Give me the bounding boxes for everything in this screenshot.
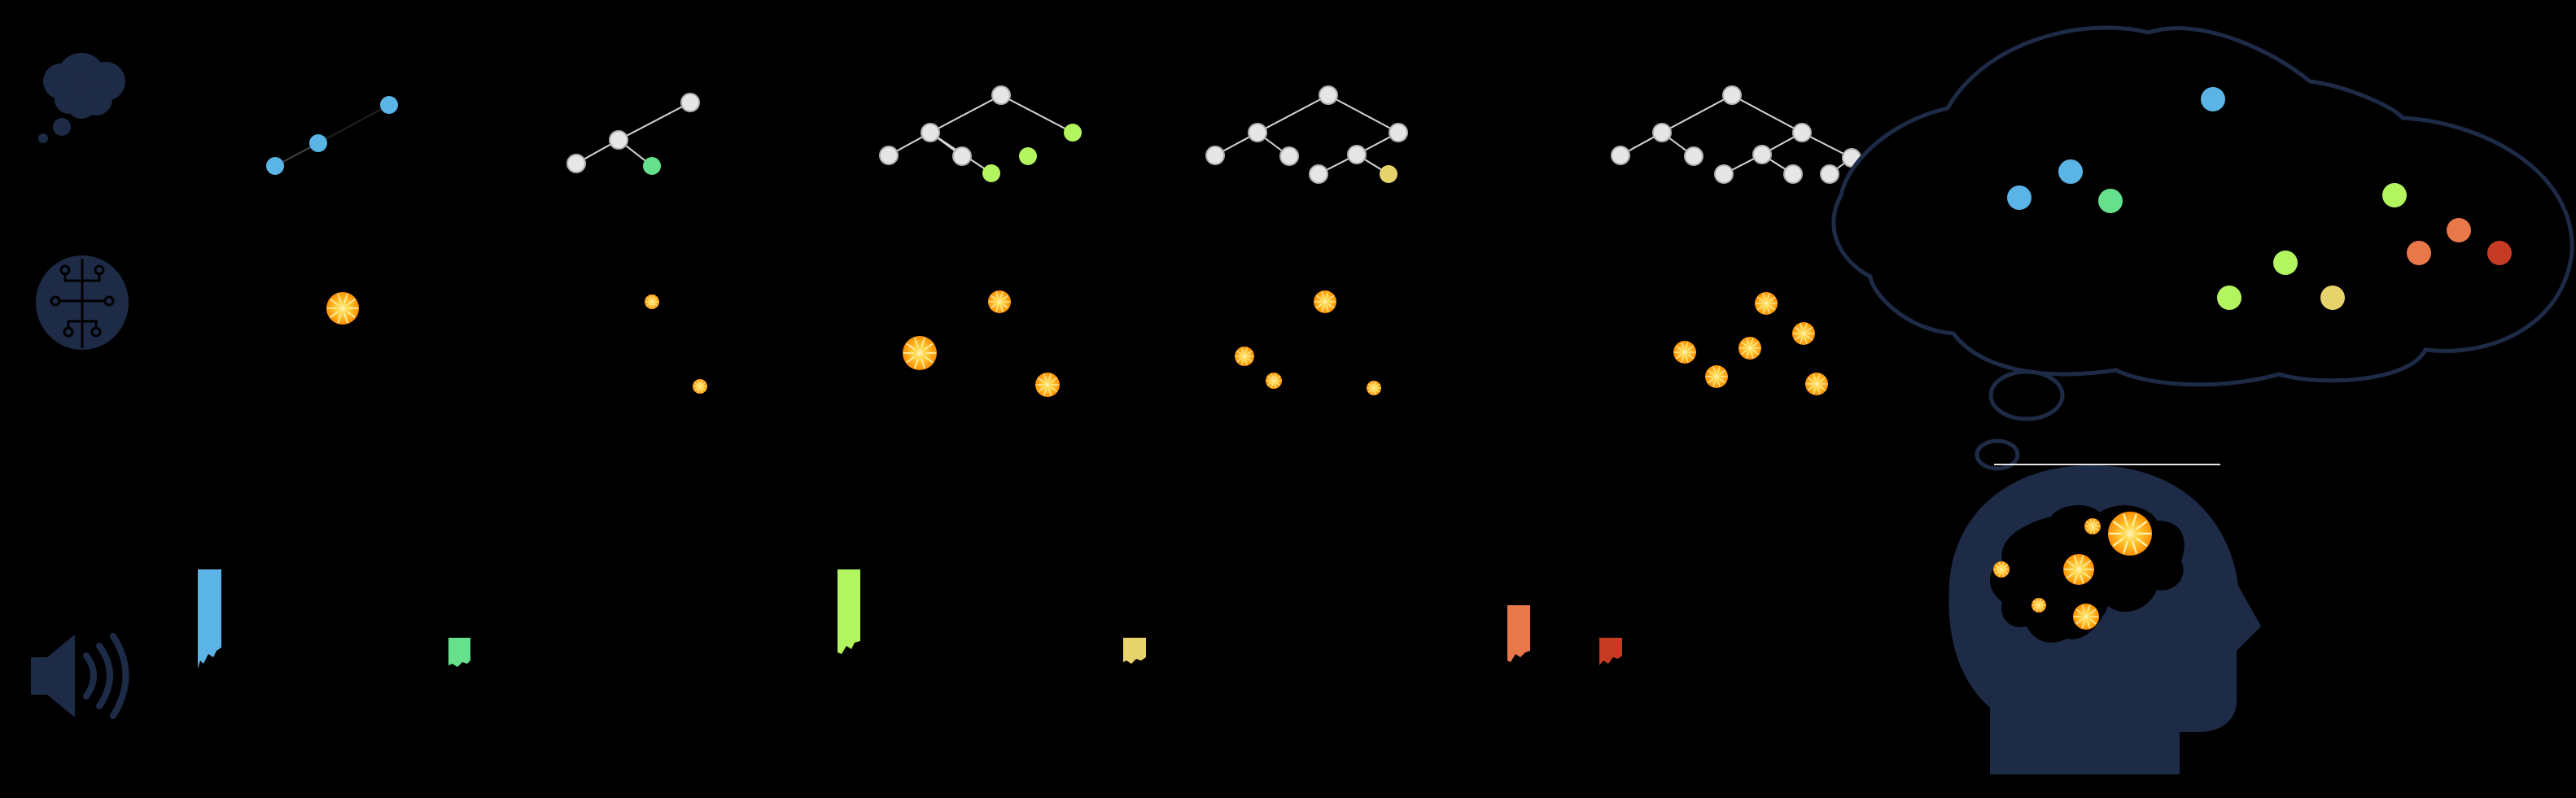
brain-icon — [36, 255, 129, 350]
head-silhouette-icon — [1948, 465, 2261, 774]
spark-icon — [645, 294, 659, 309]
graph-stage-3 — [879, 85, 1082, 182]
graph-node — [1380, 165, 1397, 183]
spark-icon — [2108, 512, 2152, 556]
spark-icon — [326, 292, 359, 325]
graph-node — [1205, 146, 1225, 165]
spark-icon — [1314, 290, 1336, 313]
head-spark-cluster — [1993, 512, 2152, 630]
graph-node — [1019, 147, 1037, 165]
memory-node — [2447, 218, 2471, 242]
spark-icon — [1705, 365, 1728, 388]
graph-node — [266, 157, 284, 175]
neuron-spark-row — [326, 290, 1828, 397]
spark-icon — [1673, 341, 1696, 364]
spark-icon — [903, 336, 937, 370]
graph-node — [1611, 146, 1630, 165]
graph-stage-1 — [266, 96, 398, 175]
sound-bar — [1507, 605, 1530, 662]
graph-node — [609, 130, 628, 150]
graph-node — [982, 164, 1000, 182]
graph-node — [1248, 123, 1267, 142]
graph-node — [1279, 146, 1299, 166]
spark-icon — [2084, 518, 2101, 534]
graph-node — [1752, 145, 1772, 164]
memory-node — [2487, 241, 2512, 265]
graph-node — [1783, 164, 1803, 184]
memory-node — [2320, 286, 2345, 310]
memory-node — [2201, 87, 2225, 111]
graph-node — [1714, 164, 1734, 184]
graph-node — [1684, 146, 1703, 166]
thought-bubble — [1831, 25, 2574, 471]
memory-node — [2407, 241, 2431, 265]
spark-icon — [2031, 598, 2046, 613]
sound-bar — [198, 569, 221, 669]
graph-node — [1792, 123, 1812, 142]
graph-node — [991, 85, 1011, 105]
graph-node — [309, 134, 327, 152]
spark-icon — [1035, 373, 1060, 397]
spark-icon — [693, 379, 707, 394]
spark-icon — [1266, 373, 1282, 389]
graph-node — [643, 157, 661, 175]
graph-node — [380, 96, 398, 114]
spark-icon — [988, 290, 1011, 313]
graph-node — [1389, 123, 1408, 142]
graph-node — [1820, 164, 1839, 184]
graph-node — [952, 146, 972, 166]
spark-icon — [1792, 322, 1815, 345]
spark-icon — [2073, 604, 2099, 630]
speaker-icon — [31, 633, 129, 719]
memory-node — [2217, 286, 2241, 310]
graph-node — [680, 93, 700, 112]
sound-bar — [1123, 638, 1146, 664]
graph-stage-4 — [1205, 85, 1408, 184]
graph-node — [1722, 85, 1742, 105]
graph-node — [566, 154, 586, 173]
memory-node — [2273, 251, 2298, 275]
graph-node — [1064, 124, 1082, 142]
memory-node — [2007, 185, 2031, 210]
graph-node — [1652, 123, 1672, 142]
memory-node — [2098, 189, 2123, 213]
sound-bar — [1599, 638, 1622, 665]
graph-node — [1319, 85, 1338, 105]
graph-node — [1347, 145, 1367, 164]
memory-node — [2058, 159, 2083, 184]
graph-stage-5 — [1611, 85, 1890, 184]
thought-cloud-icon — [38, 53, 125, 143]
sound-bar — [838, 569, 860, 654]
sound-bar — [448, 638, 470, 667]
graph-node — [1309, 164, 1328, 184]
spark-icon — [2063, 554, 2094, 585]
spark-icon — [1738, 337, 1761, 360]
graph-stage-2 — [566, 93, 700, 175]
spark-icon — [1235, 347, 1254, 366]
spark-icon — [1755, 292, 1778, 315]
graph-node — [921, 123, 940, 142]
graph-node — [879, 146, 899, 165]
sound-signal-row — [198, 569, 1622, 669]
spark-icon — [1993, 561, 2010, 578]
memory-node — [2382, 183, 2407, 207]
spark-icon — [1805, 373, 1828, 395]
spark-icon — [1367, 381, 1381, 395]
